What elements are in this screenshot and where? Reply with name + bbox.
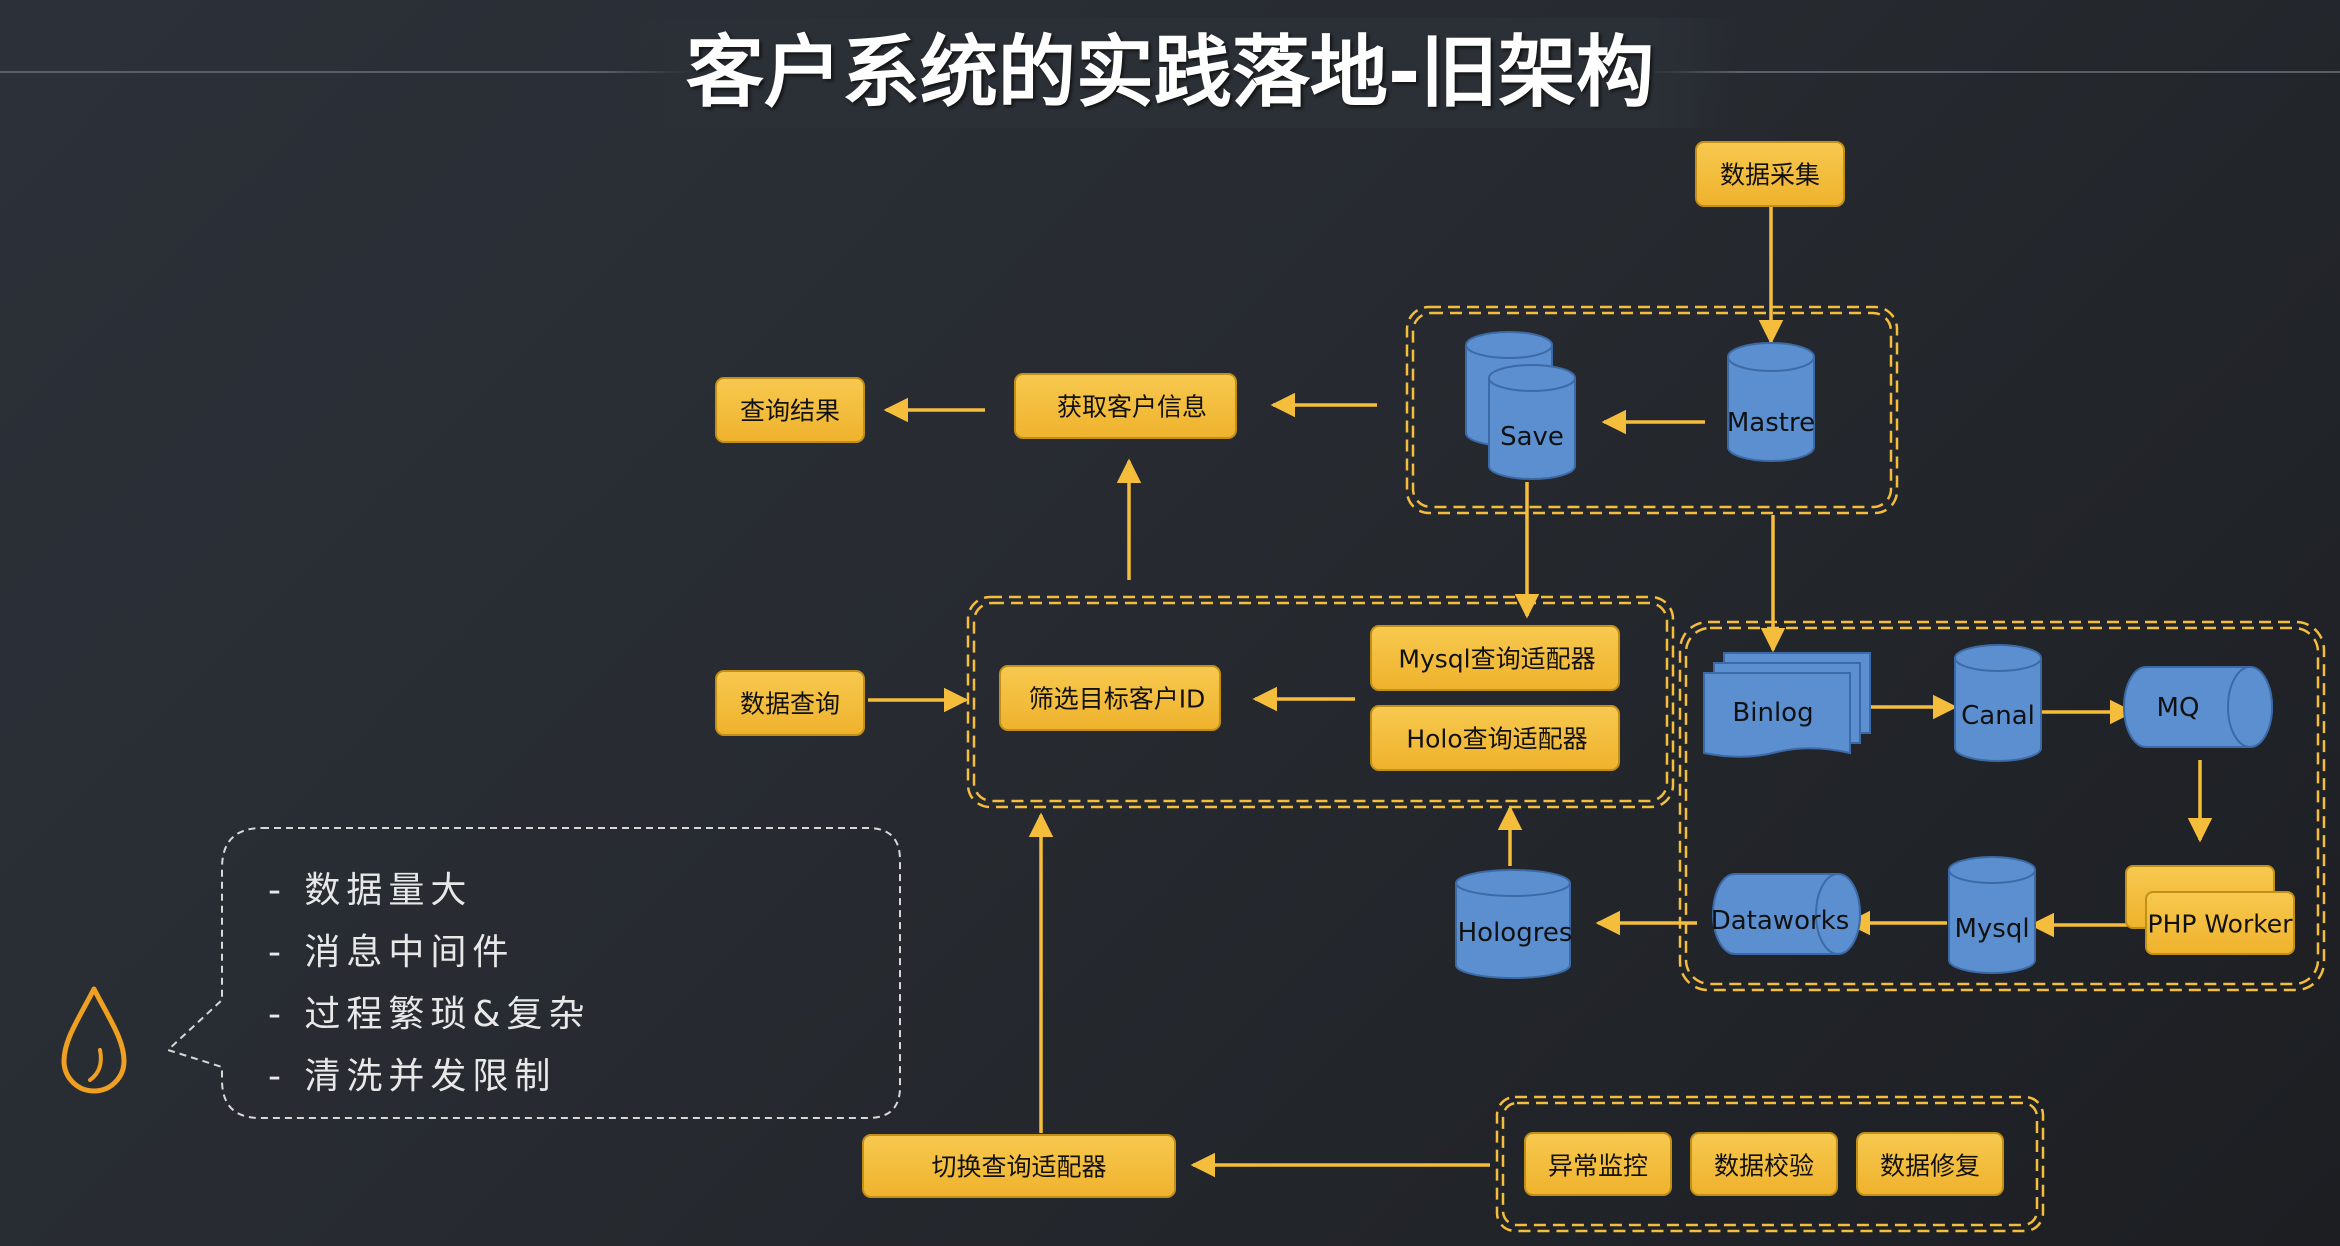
db-binlog-label: Binlog (1732, 698, 1813, 728)
box-mysql-adapter-label: Mysql查询适配器 (1398, 645, 1595, 674)
db-mq-label: MQ (2157, 693, 2200, 723)
box-holo-adapter: Holo查询适配器 (1370, 705, 1620, 771)
box-anomaly-monitor-label: 异常监控 (1548, 1152, 1648, 1181)
group-data-quality (1495, 1095, 2045, 1233)
box-data-query-label: 数据查询 (740, 690, 840, 719)
db-dataworks-label: Dataworks (1711, 906, 1850, 936)
db-mysql-label: Mysql (1954, 914, 2029, 944)
box-holo-adapter-label: Holo查询适配器 (1406, 725, 1587, 754)
box-data-collect: 数据采集 (1695, 141, 1845, 207)
db-hologres: Hologres (1455, 869, 1573, 979)
notes-list: - 数据量大 - 消息中间件 - 过程繁琐&复杂 - 清洗并发限制 (268, 860, 591, 1108)
box-query-result-label: 查询结果 (740, 397, 840, 426)
box-mysql-adapter: Mysql查询适配器 (1370, 625, 1620, 691)
db-mq: MQ (2123, 666, 2273, 748)
note-item: - 清洗并发限制 (268, 1056, 557, 1097)
db-save: Save (1465, 331, 1576, 480)
db-hologres-label: Hologres (1458, 918, 1573, 948)
box-anomaly-monitor: 异常监控 (1524, 1132, 1672, 1196)
group-master-save (1405, 305, 1899, 515)
db-canal: Canal (1954, 644, 2042, 762)
db-mastre: Mastre (1727, 342, 1815, 462)
box-get-customer: 获取客户信息 (1014, 373, 1237, 439)
note-item: - 过程繁琐&复杂 (268, 994, 591, 1035)
box-php-worker-label: PHP Worker (2148, 910, 2294, 939)
box-switch-adapter: 切换查询适配器 (862, 1134, 1176, 1198)
box-data-repair: 数据修复 (1856, 1132, 2004, 1196)
box-filter-id: 筛选目标客户ID (999, 665, 1221, 731)
box-data-verify-label: 数据校验 (1714, 1152, 1814, 1181)
note-item: - 数据量大 (268, 870, 473, 911)
group-sync-pipeline (1678, 620, 2326, 992)
box-data-verify: 数据校验 (1690, 1132, 1838, 1196)
arrows (868, 207, 2213, 1178)
water-drop-icon (61, 986, 127, 1094)
box-switch-adapter-label: 切换查询适配器 (931, 1153, 1106, 1182)
db-binlog: Binlog (1703, 652, 1871, 758)
box-get-customer-label: 获取客户信息 (1057, 393, 1207, 422)
page-title: 客户系统的实践落地-旧架构 (600, 18, 1740, 128)
box-data-query: 数据查询 (715, 670, 865, 736)
box-filter-id-label: 筛选目标客户ID (1029, 685, 1206, 714)
db-mysql: Mysql (1948, 856, 2036, 974)
box-data-collect-label: 数据采集 (1720, 161, 1820, 190)
db-canal-label: Canal (1961, 701, 2035, 731)
db-save-label: Save (1500, 422, 1564, 452)
db-mastre-label: Mastre (1727, 408, 1815, 438)
box-php-worker: PHP Worker (2125, 865, 2295, 955)
db-dataworks: Dataworks (1711, 873, 1861, 955)
note-item: - 消息中间件 (268, 932, 515, 973)
box-data-repair-label: 数据修复 (1880, 1152, 1980, 1181)
box-query-result: 查询结果 (715, 377, 865, 443)
